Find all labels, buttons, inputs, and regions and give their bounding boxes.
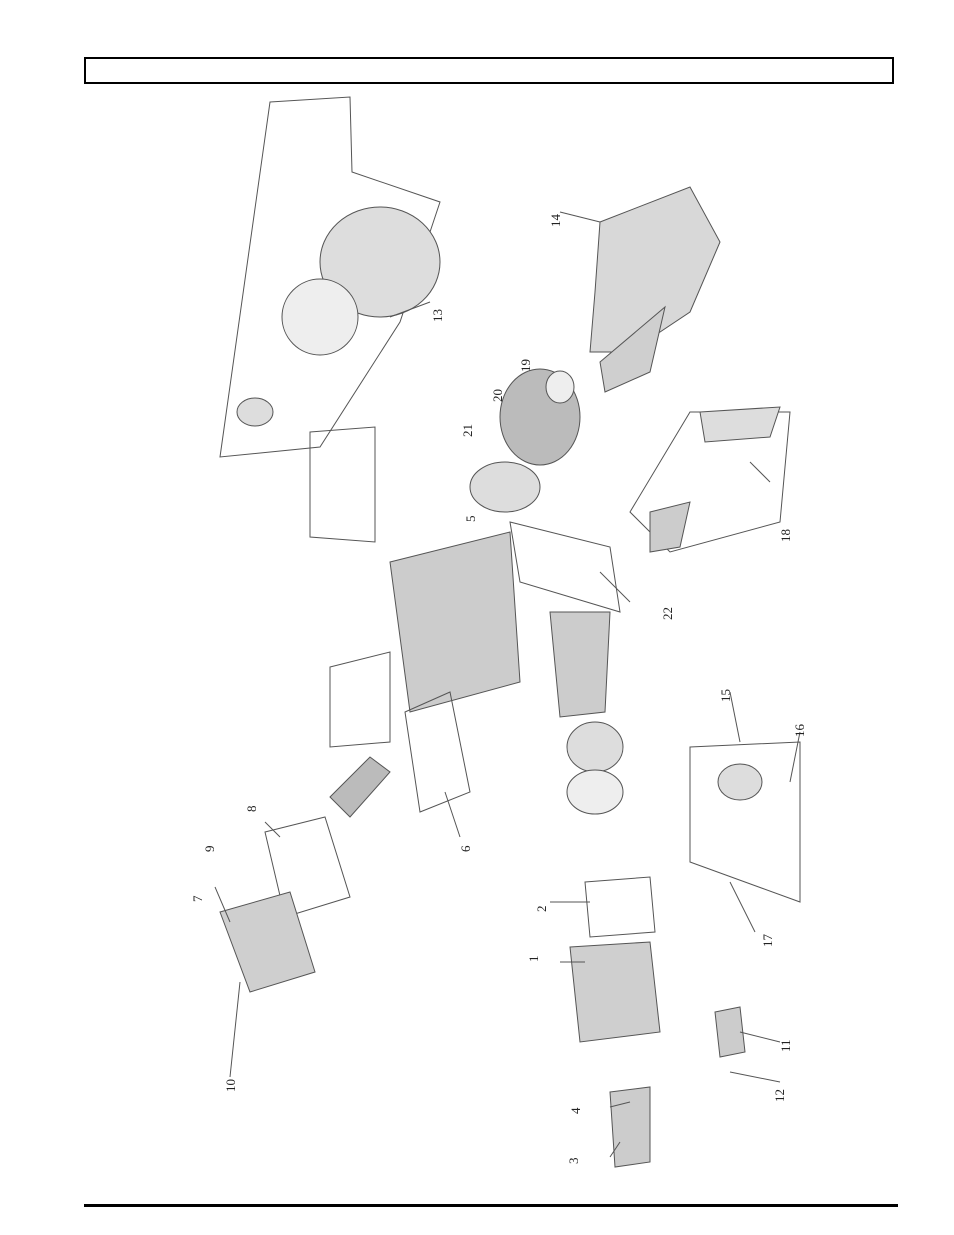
part-label: 11 — [778, 1039, 793, 1052]
part-label: 3 — [566, 1158, 581, 1165]
part-label: 7 — [190, 895, 205, 902]
air-filter-cover — [700, 407, 780, 442]
ignition-coil-box — [510, 522, 620, 612]
piston — [567, 722, 623, 772]
part-label: 6 — [458, 845, 473, 852]
part-label: 9 — [202, 846, 217, 853]
governor-bracket-box — [310, 427, 375, 542]
starter-cup — [546, 371, 574, 403]
air-filter-base — [650, 502, 690, 552]
piston-rings — [567, 770, 623, 814]
crankcase — [390, 532, 520, 712]
part-label: 1 — [526, 956, 541, 963]
rocker-cover — [610, 1087, 650, 1167]
carburetor — [718, 764, 762, 800]
starter-pulley — [282, 279, 358, 355]
part-label: 17 — [760, 934, 775, 948]
part-label: 13 — [430, 309, 445, 322]
part-label: 5 — [463, 516, 478, 523]
part-label: 20 — [490, 389, 505, 402]
side-cover — [220, 892, 315, 992]
exploded-parts-diagram: 1 2 3 4 5 6 7 8 9 10 11 12 13 14 15 16 1… — [90, 92, 910, 1192]
part-label: 4 — [568, 1107, 583, 1114]
part-label: 18 — [778, 529, 793, 542]
cylinder-head — [570, 942, 660, 1042]
diagram-canvas: 1 2 3 4 5 6 7 8 9 10 11 12 13 14 15 16 1… — [90, 92, 910, 1192]
part-label: 10 — [223, 1079, 238, 1092]
part-label: 22 — [660, 607, 675, 620]
part-label: 2 — [534, 906, 549, 913]
governor-gear-box — [330, 652, 390, 747]
footer-rule — [84, 1204, 898, 1207]
part-label: 12 — [772, 1089, 787, 1102]
ratchet-plate — [237, 398, 273, 426]
part-label: 21 — [460, 424, 475, 437]
crankshaft — [330, 757, 390, 817]
part-label: 15 — [718, 689, 733, 702]
header-box — [84, 57, 894, 84]
part-label: 8 — [244, 806, 259, 813]
connecting-rod — [550, 612, 610, 717]
part-label: 19 — [518, 359, 533, 372]
flywheel-fan — [470, 462, 540, 512]
part-label: 16 — [792, 724, 807, 738]
part-label: 14 — [548, 214, 563, 228]
head-gasket — [585, 877, 655, 937]
